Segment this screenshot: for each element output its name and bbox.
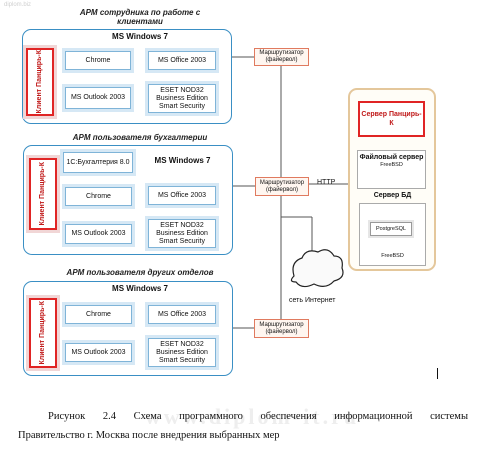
file-server-title: Файловый сервер	[359, 154, 424, 161]
watermark-bottom: www.diplom-it.ru	[144, 404, 360, 429]
file-server: Файловый сервер FreeBSD	[357, 150, 426, 189]
ws2-title: АРМ пользователя бухгалтерии	[72, 133, 208, 142]
figure-caption-line1: Рисунок 2.4 Схема программного обеспечен…	[48, 411, 468, 422]
ws2-app-eset: ESET NOD32 Business Edition Smart Securi…	[148, 219, 216, 248]
ws2-app-outlook: MS Outlook 2003	[65, 224, 132, 244]
router-2: Маршрутизатор (файервол)	[255, 177, 309, 196]
internet-label: сеть Интернет	[289, 297, 336, 304]
ws3-client-panzir: Клиент Панцирь-К	[29, 298, 57, 368]
router-3: Маршрутизатор (файервол)	[254, 319, 309, 338]
file-server-os: FreeBSD	[380, 162, 403, 168]
ws2-os-label: MS Windows 7	[154, 156, 211, 165]
ws1-app-office: MS Office 2003	[148, 51, 216, 70]
ws2-app-1c: 1С:Бухгалтерия 8.0	[63, 152, 133, 173]
ws3-os-label: MS Windows 7	[112, 284, 168, 293]
ws1-app-eset: ESET NOD32 Business Edition Smart Securi…	[148, 84, 216, 113]
ws1-client-panzir: Клиент Панцирь-К	[26, 48, 54, 116]
internet-cloud-icon	[290, 249, 344, 288]
ws3-app-eset: ESET NOD32 Business Edition Smart Securi…	[148, 338, 216, 367]
ws2-client-panzir: Клиент Панцирь-К	[29, 158, 57, 230]
ws1-app-chrome: Chrome	[65, 51, 131, 70]
ws2-app-chrome: Chrome	[65, 187, 132, 206]
http-label: HTTP	[317, 179, 336, 186]
db-server-os: FreeBSD	[381, 253, 404, 259]
ws1-app-outlook: MS Outlook 2003	[65, 87, 131, 109]
server-panzir: Сервер Панцирь-К	[358, 101, 425, 137]
ws1-os-label: MS Windows 7	[112, 32, 168, 41]
db-server-title: Сервер БД	[373, 192, 412, 199]
ws3-title: АРМ пользователя других отделов	[66, 268, 214, 277]
ws1-title: АРМ сотрудника по работе с клиентами	[79, 8, 201, 26]
router-1: Маршрутизатор (файервол)	[254, 48, 309, 66]
ws2-app-office: MS Office 2003	[148, 186, 216, 205]
watermark-top: diplom.biz	[4, 2, 32, 8]
ws3-app-office: MS Office 2003	[148, 305, 216, 324]
ws3-app-chrome: Chrome	[65, 305, 132, 324]
ws3-app-outlook: MS Outlook 2003	[65, 343, 132, 362]
postgresql-box: PostgreSQL	[370, 222, 412, 236]
figure-caption-line2: Правительство г. Москва после внедрения …	[18, 430, 280, 441]
text-cursor	[437, 368, 438, 379]
